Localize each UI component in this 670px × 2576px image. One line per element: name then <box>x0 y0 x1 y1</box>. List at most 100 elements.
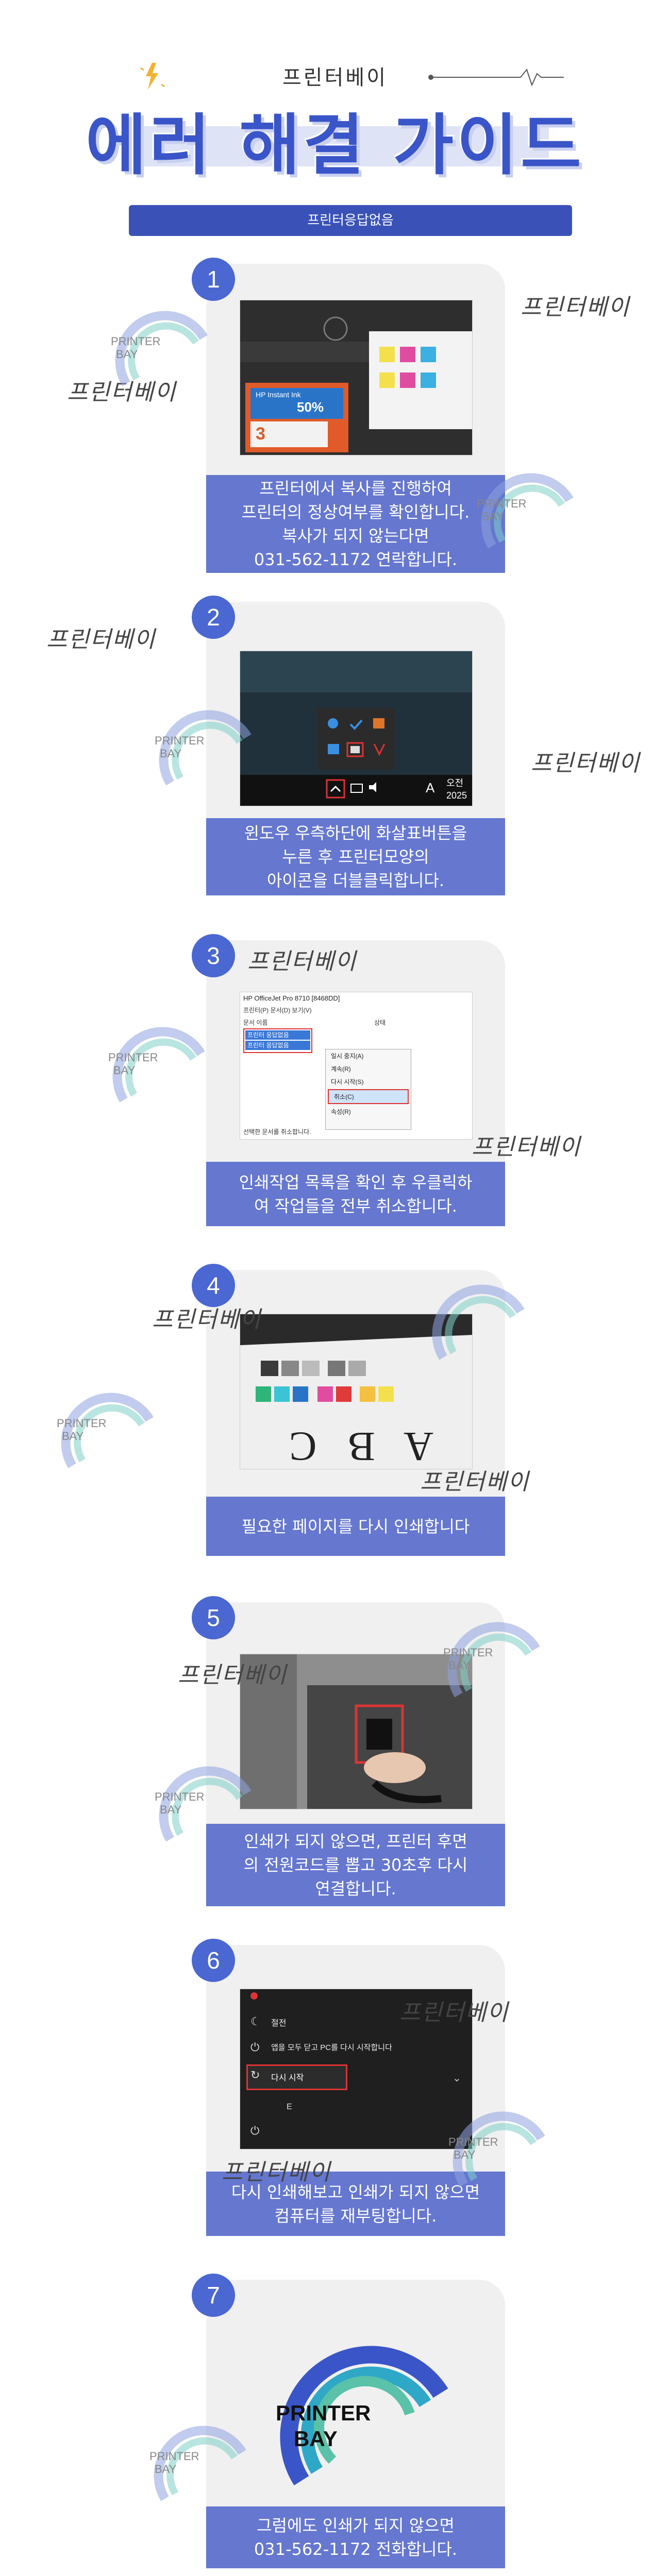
subtitle-bar: 프린터응답없음 <box>129 205 572 236</box>
clock-date: 2025 <box>446 790 467 801</box>
watermark-logo-line1: PRINTER <box>155 1790 205 1803</box>
caption-line: 프린터에서 복사를 진행하여 <box>259 479 452 498</box>
lightning-icon <box>140 63 165 90</box>
chevron-down-icon: ⌄ <box>453 2073 461 2084</box>
step-caption: 필요한 페이지를 다시 인쇄합니다 <box>206 1497 505 1556</box>
watermark-logo-line1: PRINTER <box>443 1646 493 1659</box>
watermark-logo <box>423 1265 531 1373</box>
page-title: 에러 해결 가이드 <box>86 107 584 184</box>
watermark-text: 프린터베이 <box>178 1662 288 1688</box>
watermark-logo-line1: PRINTER <box>149 2450 199 2463</box>
step-card-3: 3 HP OfficeJet Pro 8710 [8468DD] 프린터(P) … <box>192 934 505 1226</box>
watermark-text: 프린터베이 <box>531 750 641 776</box>
column-status[interactable]: 상태 <box>374 1019 386 1026</box>
step-photo: A 오전 2025 <box>240 651 473 806</box>
watermark-logo-line2: BAY <box>454 2148 476 2161</box>
menu-item-resume[interactable]: 계속(R) <box>331 1065 351 1073</box>
brand-label: 프린터베이 <box>282 66 388 90</box>
menu-bar[interactable]: 프린터(P) 문서(D) 보기(V) <box>243 1007 312 1014</box>
printed-letters: A B C <box>278 1423 434 1469</box>
ink-percent: 50% <box>297 399 324 415</box>
power-cord-illustration <box>240 1654 472 1809</box>
menu-item-shutdown[interactable]: 앱을 모두 닫고 PC를 다시 시작합니다 <box>271 2043 392 2052</box>
job-row-1[interactable]: 프린터 응답없음 <box>245 1030 310 1040</box>
watermark-logo-line2: BAY <box>160 1803 182 1816</box>
step-photo <box>240 1654 473 1809</box>
menu-item-pause[interactable]: 일시 중지(A) <box>331 1053 364 1060</box>
step-card-1: 1 HP Instant Ink 50% 3 프린터에서 복사를 진행하여 프린… <box>192 258 505 573</box>
watermark-logo: PRINTER BAY <box>149 690 258 799</box>
watermark-logo: PRINTER BAY <box>103 1007 211 1115</box>
ink-number: 3 <box>256 424 265 444</box>
watermark-logo-line1: PRINTER <box>57 1417 107 1430</box>
caption-line: 인쇄가 되지 않으면, 프린터 후면 <box>244 1832 467 1851</box>
watermark-logo-line2: BAY <box>113 1064 136 1077</box>
caption-line: 의 전원코드를 뽑고 30초후 다시 <box>243 1855 468 1875</box>
watermark-text: 프린터베이 <box>472 1134 581 1160</box>
caption-line: 윈도우 우측하단에 화살표버튼을 <box>244 823 467 843</box>
step-card-2: 2 A 오전 2025 윈도우 우측하단에 화살표버튼을 누른 후 프린터모양의… <box>192 596 505 895</box>
step-card-6: 6 ☾ 절전 ⏻ 앱을 모두 닫고 PC를 다시 시작합니다 ↻ 다시 시작 ⌄… <box>192 1939 505 2236</box>
job-row-2[interactable]: 프린터 응답없음 <box>245 1041 310 1050</box>
step-badge: 5 <box>192 1596 235 1639</box>
watermark-logo: PRINTER BAY <box>438 1602 546 1710</box>
menu-item-restart[interactable]: 다시 시작(S) <box>331 1078 364 1086</box>
logo-text-line1: PRINTER <box>276 2401 371 2425</box>
caption-line: 아이콘을 더블클릭합니다. <box>266 871 445 890</box>
watermark-text: 프린터베이 <box>222 2159 331 2185</box>
watermark-logo: PRINTER BAY <box>149 1747 258 1855</box>
menu-item-restart[interactable]: 다시 시작 <box>271 2074 304 2082</box>
status-bar: 선택한 문서를 취소합니다. <box>243 1128 311 1136</box>
watermark-logo-line1: PRINTER <box>155 734 205 747</box>
step-badge: 2 <box>192 596 235 639</box>
step-caption: 그럼에도 인쇄가 되지 않으면 031-562-1172 전화합니다. <box>206 2506 505 2568</box>
menu-item-properties[interactable]: 속성(R) <box>331 1108 351 1115</box>
taskbar-illustration <box>240 651 472 806</box>
pulse-line-icon <box>428 68 564 87</box>
caption-line: 복사가 되지 않는다면 <box>282 526 429 546</box>
moon-icon: ☾ <box>250 2015 261 2028</box>
watermark-text: 프린터베이 <box>399 1999 509 2026</box>
printerbay-logo <box>280 2346 448 2486</box>
power-icon: ⏻ <box>250 2041 260 2054</box>
watermark-logo-line2: BAY <box>448 1659 471 1672</box>
context-menu: 일시 중지(A) 계속(R) 다시 시작(S) 취소(C) 속성(R) <box>325 1049 411 1130</box>
watermark-logo: PRINTER BAY <box>472 453 580 562</box>
watermark-logo-line2: BAY <box>62 1430 84 1443</box>
watermark-logo: PRINTER BAY <box>106 291 214 399</box>
logo-text-line2: BAY <box>294 2427 338 2451</box>
clock-time: 오전 <box>446 778 464 789</box>
watermark-logo-line2: BAY <box>116 348 138 361</box>
watermark-logo-line2: BAY <box>482 510 504 523</box>
menu-item-sleep[interactable]: 절전 <box>271 2019 287 2028</box>
caption-line: 필요한 페이지를 다시 인쇄합니다 <box>241 1516 470 1536</box>
caption-line: 031-562-1172 연락합니다. <box>254 550 458 569</box>
column-document-name[interactable]: 문서 이름 <box>243 1019 268 1026</box>
watermark-text: 프린터베이 <box>247 948 357 975</box>
step-caption: 인쇄작업 목록을 확인 후 우클릭하 여 작업들을 전부 취소합니다. <box>206 1162 505 1226</box>
step-caption: 다시 인쇄해보고 인쇄가 되지 않으면 컴퓨터를 재부팅합니다. <box>206 2172 505 2236</box>
caption-line: 누른 후 프린터모양의 <box>282 847 429 867</box>
menu-item-e[interactable]: E <box>287 2103 292 2111</box>
caption-line: 여 작업들을 전부 취소합니다. <box>254 1196 457 1216</box>
power-icon: ⏻ <box>250 2124 260 2137</box>
step-badge: 4 <box>192 1264 235 1307</box>
step-badge: 1 <box>192 258 235 301</box>
step-photo: HP OfficeJet Pro 8710 [8468DD] 프린터(P) 문서… <box>240 992 473 1140</box>
step-photo: HP Instant Ink 50% 3 <box>240 300 473 455</box>
step-caption: 프린터에서 복사를 진행하여 프린터의 정상여부를 확인합니다. 복사가 되지 … <box>206 475 505 573</box>
menu-item-cancel[interactable]: 취소(C) <box>328 1089 409 1104</box>
watermark-logo-line1: PRINTER <box>448 2136 498 2148</box>
ink-brand: HP Instant Ink <box>256 391 301 399</box>
watermark-logo: PRINTER BAY <box>443 2092 551 2200</box>
watermark-text: 프린터베이 <box>521 294 630 320</box>
watermark-text: 프린터베이 <box>46 626 156 653</box>
caption-line: 인쇄작업 목록을 확인 후 우클릭하 <box>239 1172 473 1192</box>
watermark-logo-line1: PRINTER <box>111 335 161 348</box>
caption-line: 031-562-1172 전화합니다. <box>254 2539 458 2559</box>
watermark-logo-line1: PRINTER <box>108 1051 158 1064</box>
caption-line: 연결합니다. <box>315 1879 396 1899</box>
step-photo: ☾ 절전 ⏻ 앱을 모두 닫고 PC를 다시 시작합니다 ↻ 다시 시작 ⌄ E… <box>240 1989 473 2149</box>
watermark-logo-line2: BAY <box>155 2463 177 2476</box>
step-caption: 윈도우 우측하단에 화살표버튼을 누른 후 프린터모양의 아이콘을 더블클릭합니… <box>206 818 505 895</box>
